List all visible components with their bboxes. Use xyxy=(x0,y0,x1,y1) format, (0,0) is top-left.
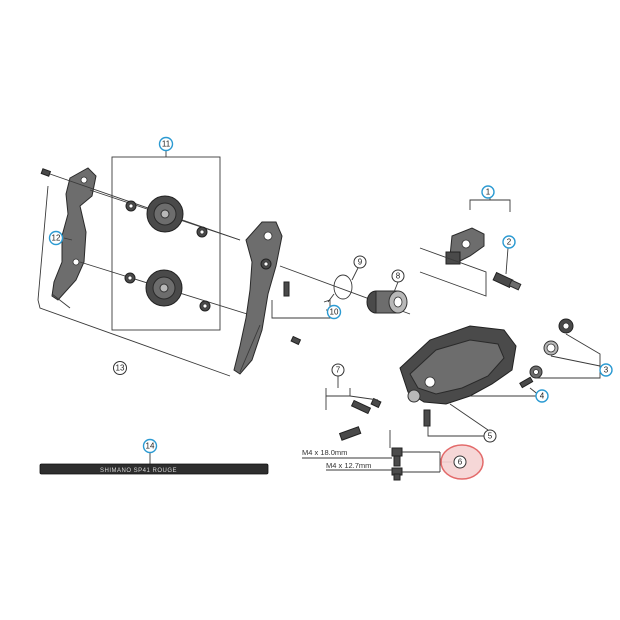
callout-1: 1 xyxy=(481,185,495,199)
lower-pulley xyxy=(124,269,211,312)
inner-cage-plate xyxy=(233,221,283,375)
svg-text:11: 11 xyxy=(162,140,171,149)
adjust-nut-stack xyxy=(529,318,601,379)
leader-lines xyxy=(37,185,509,377)
callout-2: 2 xyxy=(502,235,516,249)
callout-7: 7 xyxy=(331,363,345,377)
mounting-bracket xyxy=(445,227,485,265)
svg-text:13: 13 xyxy=(116,364,125,373)
svg-text:8: 8 xyxy=(396,272,401,281)
svg-text:10: 10 xyxy=(330,308,339,317)
outer-cage-plate xyxy=(51,167,97,309)
derailleur-body xyxy=(399,325,517,405)
callout-13: 13 xyxy=(113,361,127,375)
svg-text:5: 5 xyxy=(488,432,493,441)
callout-3: 3 xyxy=(599,363,613,377)
svg-text:3: 3 xyxy=(604,366,609,375)
svg-text:4: 4 xyxy=(540,392,545,401)
svg-text:9: 9 xyxy=(358,258,363,267)
cable-print-text: SHIMANO SP41 ROUGE xyxy=(100,468,177,474)
svg-text:12: 12 xyxy=(52,234,61,243)
callout-14: 14 xyxy=(142,438,158,454)
highlighted-bolt-pair xyxy=(302,430,452,481)
upper-pulley xyxy=(125,195,208,238)
svg-text:14: 14 xyxy=(146,442,155,451)
adjusting-bolt-group xyxy=(423,403,489,437)
svg-text:2: 2 xyxy=(507,238,512,247)
callout-11: 11 xyxy=(158,136,174,152)
pivot-bushing xyxy=(366,290,408,314)
cage-bolt-group xyxy=(325,376,382,441)
callout-4: 4 xyxy=(535,389,549,403)
callout-5: 5 xyxy=(483,429,497,443)
svg-text:7: 7 xyxy=(336,366,341,375)
callout-6: 6 xyxy=(453,455,467,469)
cage-bolts xyxy=(283,281,302,346)
b-tension-bolt xyxy=(492,271,522,291)
callout-10: 10 xyxy=(326,304,342,320)
svg-text:1: 1 xyxy=(486,188,491,197)
bolt-short-dimension: M4 x 12.7mm xyxy=(326,461,371,470)
callout-8: 8 xyxy=(391,269,405,283)
bracket-outline xyxy=(419,247,487,297)
svg-text:6: 6 xyxy=(458,458,463,467)
shift-cable-housing: SHIMANO SP41 ROUGE xyxy=(39,452,269,475)
callout-12: 12 xyxy=(48,230,64,246)
b-tension-bracket-lines xyxy=(469,196,511,212)
bolt-long-dimension: M4 x 18.0mm xyxy=(302,448,347,457)
callout-9: 9 xyxy=(353,255,367,269)
